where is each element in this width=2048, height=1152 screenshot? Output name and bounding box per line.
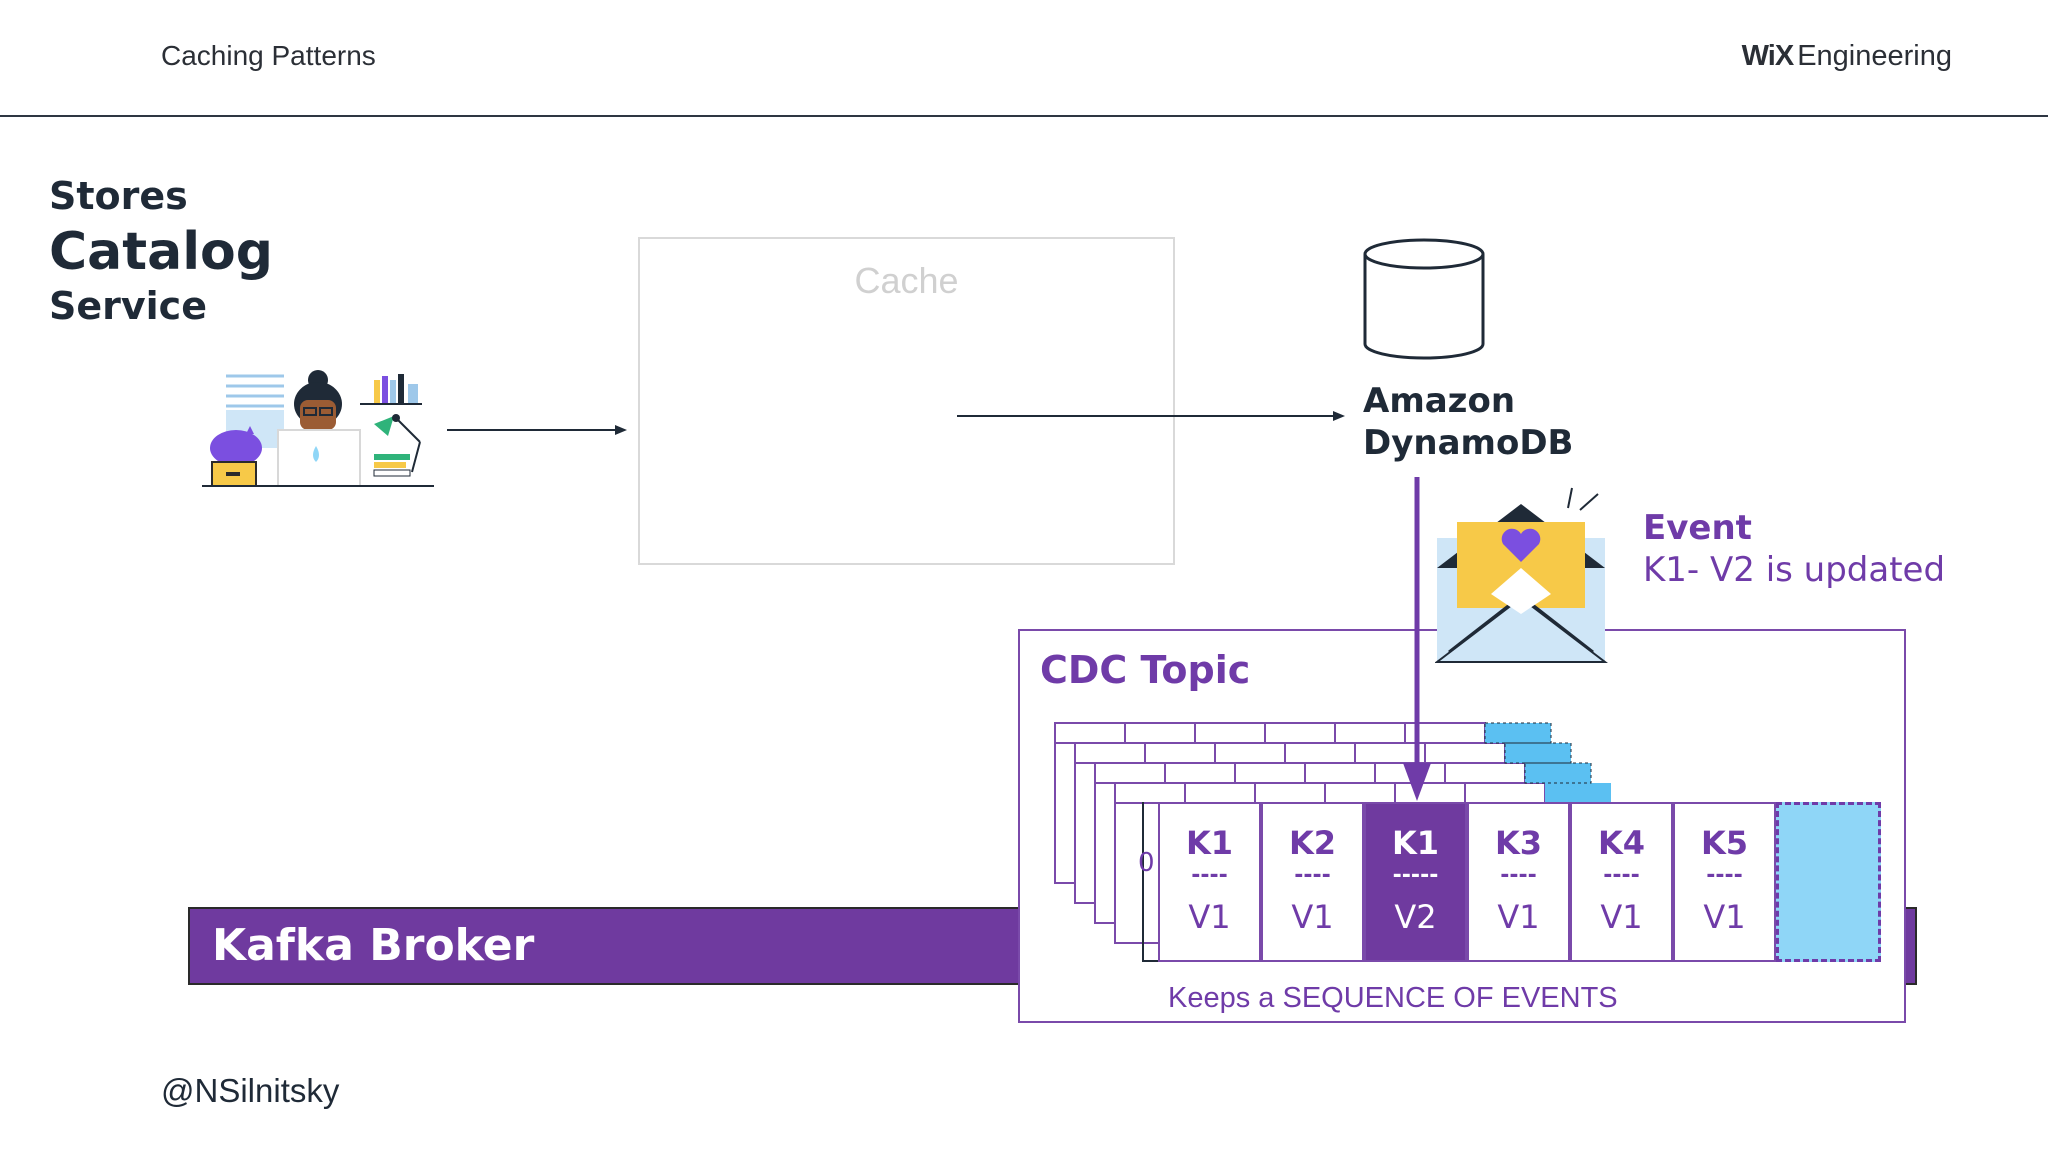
database-label-line-1: Amazon [1363, 381, 1516, 421]
topic-cell: K4 ---- V1 [1570, 802, 1673, 962]
developer-illustration-icon [202, 370, 434, 487]
wix-logo: WiX [1741, 40, 1795, 72]
slide-header-title: Caching Patterns [161, 40, 376, 71]
cache-box [638, 237, 1175, 565]
cell-value: V1 [1291, 898, 1334, 936]
cell-separator: ---- [1706, 863, 1743, 888]
notification-spark-icon [1567, 487, 1599, 511]
topic-cell-highlighted: K1 ----- V2 [1364, 802, 1467, 962]
cell-separator: ---- [1191, 863, 1228, 888]
cell-separator: ---- [1603, 863, 1640, 888]
cell-key: K3 [1494, 824, 1543, 862]
envelope-heart-icon [1435, 504, 1608, 663]
partition-front-edge [1142, 802, 1162, 962]
kafka-broker-label: Kafka Broker [212, 920, 535, 971]
database-cylinder-icon [1363, 238, 1485, 360]
cell-key: K1 [1185, 824, 1234, 862]
service-name-line-2: Catalog [49, 222, 273, 282]
cell-value: V1 [1703, 898, 1746, 936]
cell-key: K2 [1288, 824, 1337, 862]
cell-key: K4 [1597, 824, 1646, 862]
service-to-cache-arrow [447, 425, 627, 435]
topic-cell: K2 ---- V1 [1261, 802, 1364, 962]
cell-separator: ----- [1392, 863, 1439, 888]
event-title: Event [1643, 508, 1752, 548]
database-label: Amazon DynamoDB [1363, 380, 1573, 464]
cell-separator: ---- [1500, 863, 1537, 888]
service-name-line-3: Service [49, 284, 207, 328]
topic-cell-next-slot [1776, 802, 1881, 962]
cell-value: V1 [1188, 898, 1231, 936]
cdc-event-arrow [1403, 477, 1431, 801]
brand-text: Engineering [1797, 40, 1952, 72]
cdc-topic-caption: Keeps a SEQUENCE OF EVENTS [1168, 982, 1618, 1014]
author-handle: @NSilnitsky [161, 1072, 340, 1109]
cdc-topic-title: CDC Topic [1040, 648, 1251, 692]
cache-to-database-arrow [957, 411, 1345, 421]
topic-cell: K5 ---- V1 [1673, 802, 1776, 962]
cell-value: V2 [1394, 898, 1437, 936]
topic-cell: K1 ---- V1 [1158, 802, 1261, 962]
cell-separator: ---- [1294, 863, 1331, 888]
cache-label: Cache [854, 260, 959, 301]
cell-key: K1 [1391, 824, 1440, 862]
database-label-line-2: DynamoDB [1363, 423, 1574, 463]
header-divider [0, 115, 2048, 117]
service-name-line-1: Stores [49, 174, 188, 218]
cell-key: K5 [1700, 824, 1749, 862]
topic-cell: K3 ---- V1 [1467, 802, 1570, 962]
cell-value: V1 [1600, 898, 1643, 936]
partition-offset-label: 0 [1138, 848, 1155, 878]
cell-value: V1 [1497, 898, 1540, 936]
event-subtitle: K1- V2 is updated [1643, 550, 1946, 590]
